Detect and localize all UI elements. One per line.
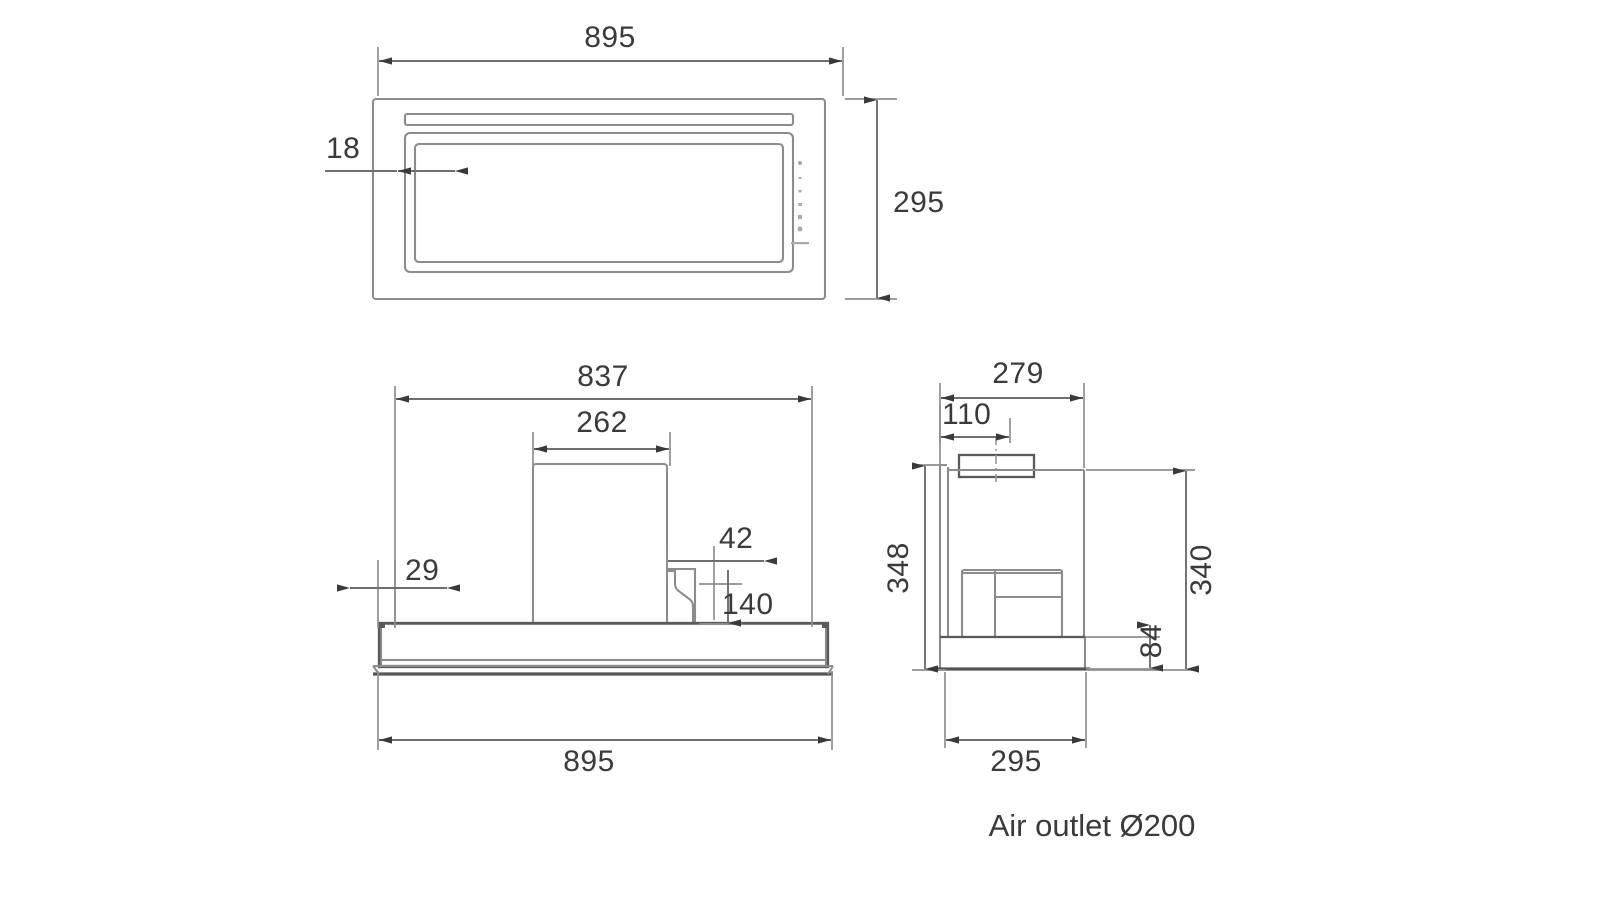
fan-icon[interactable]: [798, 203, 802, 206]
front-corner-tick-left: [380, 623, 385, 628]
dim-label-front-motor-width: 262: [576, 406, 628, 439]
dim-front-body-width: 837: [394, 360, 813, 627]
front-corner-tick-right: [822, 623, 827, 628]
dim-label-side-height-right: 340: [1185, 544, 1218, 596]
top-view-filter-frame: [403, 131, 795, 274]
dim-label-front-body-width: 837: [577, 360, 629, 393]
dim-label-side-base-height: 84: [1135, 624, 1168, 658]
dim-side-base-height: 84: [1086, 621, 1168, 672]
front-motor-housing: [531, 462, 669, 626]
front-duct-outline: [667, 567, 697, 624]
front-view-group: 837 262 29 42: [337, 360, 834, 778]
dim-label-side-body-depth: 279: [992, 357, 1044, 390]
power-icon[interactable]: [798, 161, 802, 165]
plus-icon[interactable]: [798, 190, 802, 193]
dim-label-side-height-left: 348: [882, 542, 915, 594]
dim-label-side-outlet-offset: 110: [942, 398, 991, 431]
air-outlet-note: Air outlet Ø200: [989, 808, 1196, 843]
top-view-group: 895 295 18: [325, 21, 945, 302]
dim-side-total-depth: 295: [944, 672, 1087, 778]
slider-icon[interactable]: [791, 242, 809, 245]
control-panel-icons[interactable]: [791, 161, 809, 245]
front-duct-inner-profile: [667, 569, 695, 624]
dim-label-front-duct-offset: 42: [719, 522, 753, 555]
dim-front-duct-height: 140: [699, 570, 774, 627]
dim-label-top-width: 895: [584, 21, 636, 54]
dim-front-total-width: 895: [377, 671, 833, 778]
dim-side-height-left: 348: [882, 462, 946, 673]
light-icon[interactable]: [797, 226, 803, 232]
dim-side-body-depth: 279: [939, 357, 1085, 468]
dim-front-motor-width: 262: [532, 406, 671, 466]
dim-label-front-duct-height: 140: [722, 588, 774, 621]
dim-side-height-right: 340: [1086, 467, 1218, 673]
dim-label-front-total-width: 895: [563, 745, 615, 778]
dim-side-outlet-offset: 110: [939, 398, 1011, 443]
dim-front-duct-offset: 42: [666, 522, 777, 620]
side-motor-block: [960, 568, 1064, 639]
dim-top-depth: 295: [845, 96, 945, 302]
dim-front-offset: 29: [337, 554, 460, 628]
dim-label-side-total-depth: 295: [990, 745, 1042, 778]
front-base-right-cap: [827, 665, 834, 675]
dim-label-top-border: 18: [326, 132, 360, 165]
dim-label-top-depth: 295: [893, 186, 945, 219]
side-view-group: 279 110 348 340: [882, 357, 1218, 843]
top-view-outer-body: [371, 97, 827, 301]
top-view-light-strip: [403, 112, 795, 127]
side-base-plinth: [938, 635, 1087, 671]
speed-bars-icon[interactable]: [798, 215, 802, 219]
top-view-filter-panel: [413, 142, 785, 264]
dim-top-width: 895: [377, 21, 844, 96]
dim-top-border: 18: [325, 132, 468, 175]
minus-icon[interactable]: [798, 177, 802, 179]
dim-label-front-offset: 29: [405, 554, 439, 587]
